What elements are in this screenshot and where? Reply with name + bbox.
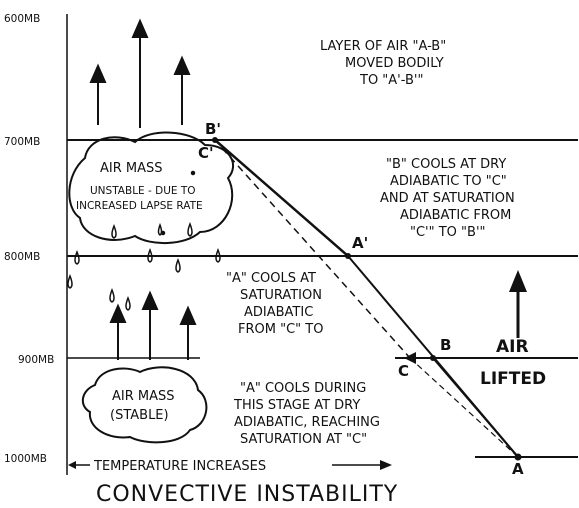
unstable-air-mass-line-1: UNSTABLE - DUE TO — [90, 185, 196, 197]
point-label-A: A — [512, 460, 524, 478]
note-a-cools-sat-line-4: FROM "C" TO — [238, 322, 323, 337]
pressure-label-1000: 1000MB — [4, 453, 47, 465]
point-label-Cprime: C' — [198, 144, 214, 162]
note-a-cools-saturation: "A" COOLS AT SATURATION ADIABATIC FROM "… — [226, 271, 323, 337]
air-lifted: AIR LIFTED — [480, 270, 546, 389]
note-layer-moved-line-3: TO "A'-B'" — [359, 73, 423, 88]
note-b-cools-line-3: AND AT SATURATION — [380, 191, 515, 206]
stable-air-mass-line-2: (STABLE) — [110, 408, 169, 423]
point-Aprime-marker — [345, 253, 351, 259]
pressure-label-900: 900MB — [18, 354, 54, 366]
point-B-marker — [430, 355, 436, 361]
stable-air-mass-cloud — [81, 366, 208, 444]
note-a-cools-dry-line-4: SATURATION AT "C" — [240, 432, 367, 447]
arrow-to-C — [404, 352, 416, 364]
note-a-cools-dry-line-3: ADIABATIC, REACHING — [234, 415, 380, 430]
pressure-label-700: 700MB — [4, 136, 40, 148]
note-b-cools-line-2: ADIABATIC TO "C" — [390, 174, 507, 189]
lifting-arrows — [109, 290, 197, 360]
pressure-label-800: 800MB — [4, 251, 40, 263]
line-Cprime-C-dashed — [221, 147, 411, 359]
raindrops — [67, 170, 221, 311]
point-label-Aprime: A' — [352, 234, 368, 252]
note-a-cools-sat-line-1: "A" COOLS AT — [226, 271, 316, 286]
point-label-C: C — [398, 362, 409, 380]
stable-air-mass-line-1: AIR MASS — [112, 389, 175, 404]
air-lifted-line-2: LIFTED — [480, 369, 546, 389]
pressure-label-600: 600MB — [4, 13, 40, 25]
line-Bprime-Aprime — [214, 139, 349, 257]
note-layer-moved-line-2: MOVED BODILY — [345, 56, 444, 71]
note-layer-moved-line-1: LAYER OF AIR "A-B" — [320, 39, 446, 54]
air-lifted-arrow-icon — [509, 270, 527, 292]
note-b-cools: "B" COOLS AT DRY ADIABATIC TO "C" AND AT… — [380, 157, 515, 240]
unstable-air-mass-line-2: INCREASED LAPSE RATE — [76, 200, 203, 212]
temperature-axis-label: TEMPERATURE INCREASES — [93, 459, 266, 474]
note-a-cools-sat-line-2: SATURATION — [240, 288, 322, 303]
note-a-cools-dry-line-1: "A" COOLS DURING — [240, 381, 366, 396]
line-C-A-dry — [409, 357, 519, 458]
diagram-title: CONVECTIVE INSTABILITY — [96, 482, 398, 507]
point-Bprime-marker — [212, 137, 218, 143]
note-layer-moved: LAYER OF AIR "A-B" MOVED BODILY TO "A'-B… — [320, 39, 446, 88]
point-label-B: B — [440, 336, 451, 354]
note-b-cools-line-1: "B" COOLS AT DRY — [386, 157, 506, 172]
unstable-air-mass-title: AIR MASS — [100, 161, 163, 176]
note-b-cools-line-5: "C'" TO "B'" — [410, 225, 486, 240]
note-a-cools-dry-line-2: THIS STAGE AT DRY — [233, 398, 360, 413]
note-a-cools-sat-line-3: ADIABATIC — [244, 305, 313, 320]
unstable-air-mass-cloud — [68, 131, 234, 245]
temperature-axis: TEMPERATURE INCREASES — [68, 459, 392, 474]
point-label-Bprime: B' — [205, 120, 221, 138]
note-a-cools-dry: "A" COOLS DURING THIS STAGE AT DRY ADIAB… — [233, 381, 380, 447]
point-A-marker — [514, 453, 522, 461]
note-b-cools-line-4: ADIABATIC FROM — [400, 208, 511, 223]
rising-arrows — [89, 18, 191, 128]
air-lifted-line-1: AIR — [496, 337, 529, 357]
